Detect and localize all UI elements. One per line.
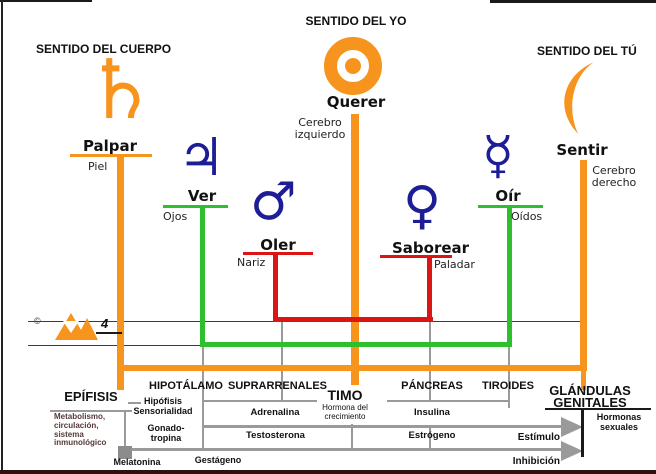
thin-line-ver-left — [28, 345, 203, 346]
label-cerebro-izquierdo: Cerebro izquierdo — [294, 116, 346, 141]
label-adrenalina: Adrenalina — [250, 407, 300, 418]
logo-number-underline — [96, 332, 122, 334]
mercury-icon: ☿ — [482, 126, 514, 186]
inhibicion-arrow-shaft — [131, 448, 564, 451]
label-gonadotropina: Gonado-tropina — [147, 423, 185, 443]
sun-icon — [324, 37, 382, 95]
tiroides-connector — [508, 347, 510, 408]
hipotalamo-connector — [202, 347, 204, 451]
label-estrogeno: Estrógeno — [408, 430, 456, 441]
crescent-moon-icon — [564, 62, 594, 134]
label-metabolismo: Metabolismo, circulación, sistema inmuno… — [54, 412, 107, 448]
palpar-line — [117, 157, 124, 390]
oler-underline — [243, 252, 313, 255]
label-ojos: Ojos — [163, 210, 188, 223]
sun-dot-icon — [345, 58, 361, 74]
label-epifisis: EPÍFISIS — [64, 389, 118, 404]
suprarrenales-connector — [281, 322, 283, 402]
querer-line — [351, 114, 359, 385]
ver-underline — [163, 205, 228, 208]
label-oidos: Oídos — [511, 210, 543, 223]
pancreas-connector — [429, 322, 431, 402]
label-pancreas: PÁNCREAS — [401, 380, 463, 392]
header-sentido-tu: SENTIDO DEL TÚ — [537, 44, 637, 58]
oler-line — [273, 254, 278, 320]
label-saborear: Saborear — [392, 239, 470, 257]
label-suprarrenales: SUPRARRENALES — [228, 380, 328, 392]
inhibicion-arrow-head-icon — [561, 441, 583, 461]
label-oler: Oler — [260, 236, 296, 254]
epifisis-underline — [50, 410, 132, 412]
border-top-right — [490, 0, 656, 3]
label-nariz: Nariz — [237, 256, 266, 269]
logo-notch-icon — [63, 321, 79, 333]
label-glandulas-genitales: GLÁNDULAS GENITALES — [549, 383, 631, 411]
copyright-mark: © — [34, 316, 41, 326]
label-piel: Piel — [88, 160, 108, 173]
venus-icon: ♀ — [403, 176, 442, 236]
orange-horizontal-line — [117, 365, 587, 371]
label-melatonina: Melatonina — [113, 457, 161, 467]
label-querer: Querer — [326, 93, 386, 111]
label-tiroides: TIROIDES — [482, 380, 534, 392]
epifisis-drop-line — [124, 412, 126, 448]
label-paladar: Paladar — [434, 258, 475, 271]
label-inhibicion: Inhibición — [512, 456, 560, 467]
mars-icon: ♂ — [250, 172, 297, 232]
green-horizontal-line — [200, 342, 512, 347]
logo-triangle-small-icon — [76, 318, 98, 340]
label-hormona-crecimiento: Hormona del crecimiento — [322, 403, 368, 421]
label-hormonas-sexuales: Hormonas sexuales — [596, 412, 642, 432]
genitales-vertical-line — [581, 410, 584, 457]
pancreas-divider — [429, 425, 431, 450]
header-sentido-cuerpo: SENTIDO DEL CUERPO — [36, 42, 172, 56]
label-oir: Oír — [495, 187, 521, 205]
grid-line-top-right — [387, 400, 509, 402]
grid-line-top-left — [203, 400, 317, 402]
label-cerebro-derecho: Cerebro derecho — [591, 164, 637, 189]
label-sentir: Sentir — [556, 141, 608, 159]
red-horizontal-line — [273, 317, 433, 322]
saborear-underline — [380, 255, 452, 258]
oir-line — [507, 207, 512, 345]
hipofisis-dash — [128, 402, 141, 404]
estimulo-arrow-shaft — [203, 425, 564, 428]
genitales-underline — [545, 408, 651, 410]
saborear-line — [427, 257, 432, 320]
sentir-stub-line — [581, 368, 586, 390]
jupiter-icon: ♃ — [178, 128, 225, 188]
saturn-icon: ♄ — [84, 43, 158, 138]
label-ver: Ver — [187, 187, 217, 205]
melatonina-node-square — [118, 446, 132, 459]
palpar-underline — [70, 154, 152, 157]
label-palpar: Palpar — [82, 137, 138, 155]
label-gestageno: Gestágeno — [194, 455, 242, 465]
border-top-left — [0, 0, 92, 2]
logo-number: 4 — [101, 316, 109, 331]
label-timo: TIMO — [327, 387, 363, 403]
border-bottom — [0, 470, 656, 474]
timo-divider — [351, 424, 353, 450]
thin-line-oler-left — [28, 321, 276, 322]
label-testosterona: Testosterona — [246, 430, 305, 441]
label-estimulo: Estímulo — [517, 432, 560, 443]
label-insulina: Insulina — [414, 407, 450, 418]
label-hipofisis: Hipófisis Sensorialidad — [133, 396, 193, 416]
ver-line — [200, 207, 205, 345]
oir-underline — [478, 205, 543, 208]
header-sentido-yo: SENTIDO DEL YO — [305, 14, 407, 28]
sentir-line — [580, 160, 587, 370]
estimulo-arrow-head-icon — [561, 417, 583, 437]
label-hipotalamo: HIPOTÁLAMO — [149, 380, 223, 392]
border-left — [1, 0, 3, 472]
